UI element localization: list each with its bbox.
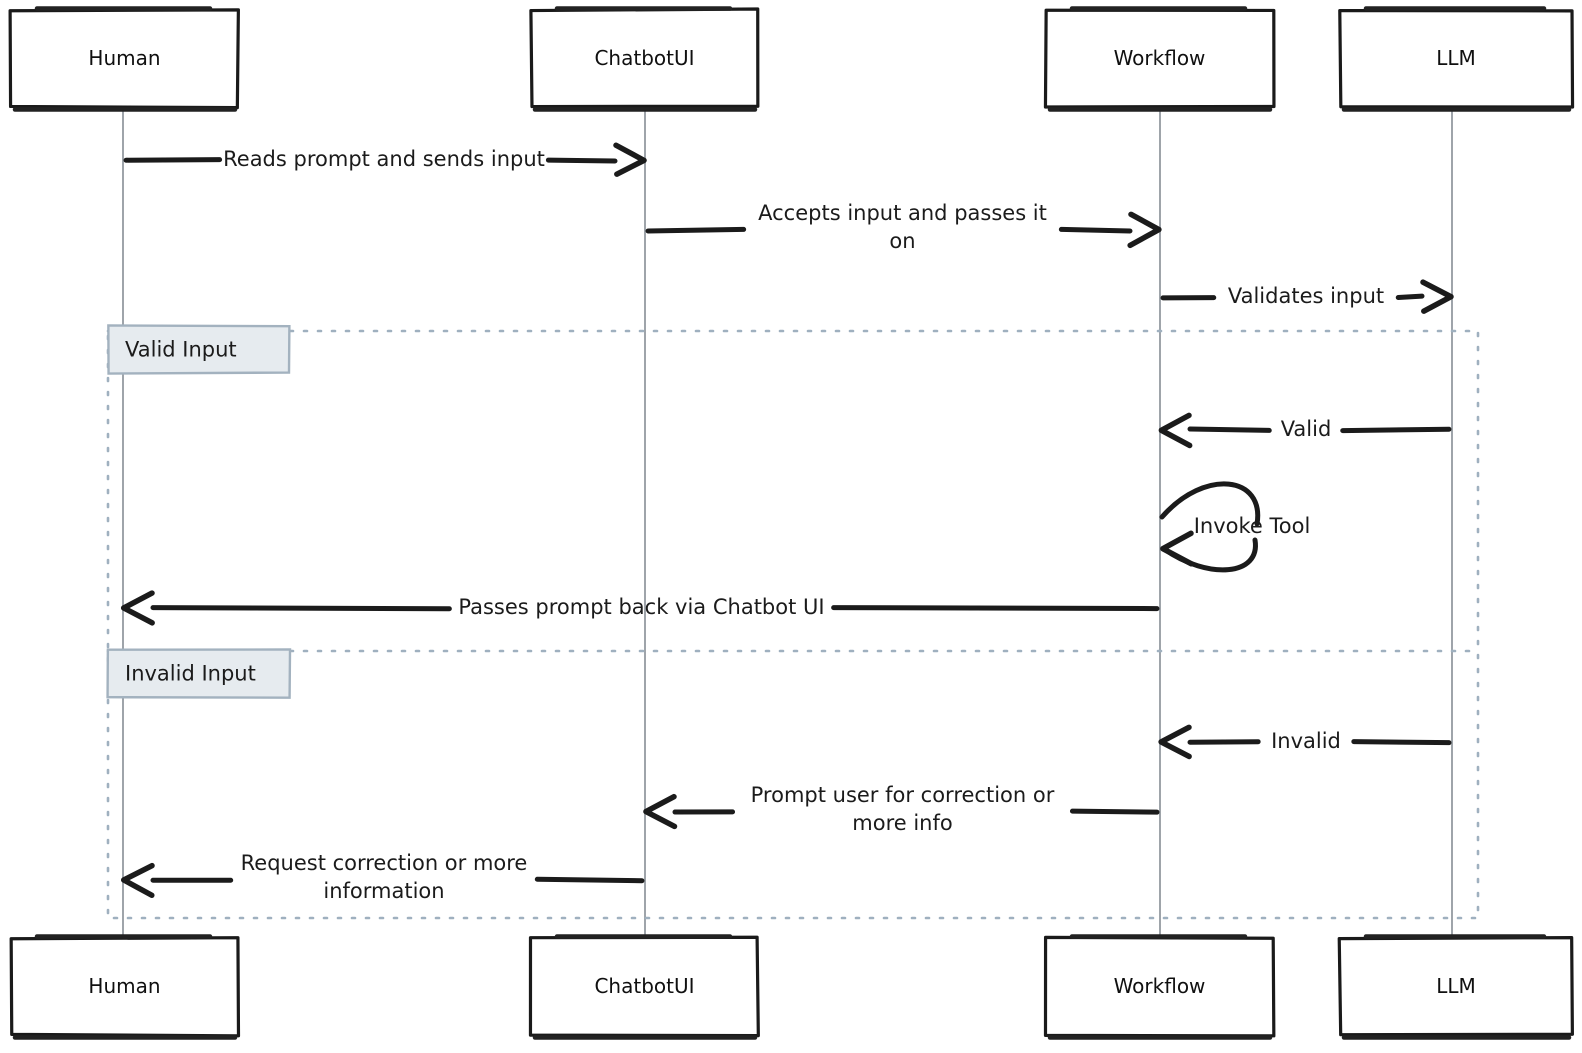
actor-box-chatbotui-bottom[interactable]: ChatbotUI <box>528 934 760 1040</box>
message-label-line: Request correction or more <box>241 851 528 875</box>
arrow-head-stroke <box>643 793 678 830</box>
actor-box-llm-bottom[interactable]: LLM <box>1337 934 1574 1040</box>
block-label-text: Valid Input <box>125 338 237 362</box>
actor-label: ChatbotUI <box>594 974 694 998</box>
arrow-head <box>1420 279 1454 314</box>
actor-label: LLM <box>1436 46 1476 70</box>
block-label-box <box>107 324 291 375</box>
actor-label: ChatbotUI <box>594 46 694 70</box>
actor-box-human-bottom[interactable]: Human <box>9 934 241 1040</box>
alt-block-rect <box>106 329 1480 920</box>
block-label-text: Invalid Input <box>125 662 256 686</box>
actor-label: LLM <box>1436 974 1476 998</box>
message-line-head <box>1058 226 1133 234</box>
arrow-head-stroke <box>613 142 647 177</box>
message-label-line: Accepts input and passes it <box>758 201 1047 225</box>
actor-label: Workflow <box>1114 46 1206 70</box>
arrow-head-stroke <box>1127 211 1162 249</box>
actor-label: Human <box>88 46 160 70</box>
message-label: Invoke Tool <box>1194 514 1311 538</box>
arrow-head <box>1160 530 1195 567</box>
message-line-head <box>1395 293 1425 300</box>
block-section-invalid-input[interactable]: Invalid Input <box>106 648 292 699</box>
arrow-head-stroke <box>120 862 155 899</box>
actor-box-workflow-top[interactable]: Workflow <box>1043 6 1276 112</box>
message-label-line: on <box>889 229 915 253</box>
arrow-head <box>1158 412 1193 449</box>
message-label-line: information <box>323 879 444 903</box>
message-line-head <box>545 157 618 164</box>
message-line-tail <box>123 157 223 163</box>
actor-label: Human <box>88 974 160 998</box>
actor-box-chatbotui-top[interactable]: ChatbotUI <box>529 6 760 112</box>
message-line-tail <box>1340 426 1452 434</box>
arrow-head <box>1158 724 1192 760</box>
self-loop-top <box>1159 481 1261 527</box>
actor-box-workflow-bottom[interactable]: Workflow <box>1043 934 1276 1040</box>
message-m9: Request correction or more information <box>120 851 645 903</box>
arrow-head-stroke <box>1420 279 1454 314</box>
message-label-line: Reads prompt and sends input <box>223 147 545 171</box>
message-m3: Validates input <box>1160 279 1454 314</box>
arrow-head-stroke <box>1160 530 1195 567</box>
message-m8: Prompt user for correction or more info <box>643 783 1160 835</box>
message-line-tail <box>1069 808 1160 815</box>
message-line-tail <box>645 226 747 234</box>
message-m1: Reads prompt and sends input <box>123 142 647 177</box>
message-m6: Passes prompt back via Chatbot UI <box>120 590 1160 626</box>
message-m5: Invoke Tool <box>1159 481 1311 573</box>
message-line-head <box>1187 426 1272 433</box>
message-line-head <box>150 605 452 612</box>
message-label-line: more info <box>852 811 952 835</box>
actor-label: Workflow <box>1114 974 1206 998</box>
message-line-tail <box>534 876 645 884</box>
arrow-head <box>120 862 155 899</box>
block-label-box <box>106 648 292 699</box>
message-line-tail <box>1351 739 1452 746</box>
arrow-head-stroke <box>120 590 155 626</box>
message-m7: Invalid <box>1158 724 1452 760</box>
message-label-line: Prompt user for correction or <box>751 783 1055 807</box>
actor-box-outline <box>1338 8 1575 109</box>
message-label-line: Passes prompt back via Chatbot UI <box>458 595 824 619</box>
arrow-head <box>120 590 155 626</box>
arrow-head-stroke <box>1158 724 1192 760</box>
arrow-head <box>613 142 647 177</box>
message-label-line: Valid <box>1281 417 1332 441</box>
actor-box-llm-top[interactable]: LLM <box>1338 6 1575 112</box>
message-label-line: Validates input <box>1228 284 1384 308</box>
message-m2: Accepts input and passes it on <box>645 201 1162 253</box>
message-m4: Valid <box>1158 412 1452 449</box>
message-line-tail <box>831 605 1160 612</box>
arrow-head-stroke <box>1158 412 1193 449</box>
arrow-head <box>1127 211 1162 249</box>
actor-box-human-top[interactable]: Human <box>8 6 240 112</box>
message-label-line: Invalid <box>1271 729 1341 753</box>
block-section-valid-input[interactable]: Valid Input <box>107 324 291 375</box>
arrow-head <box>643 793 678 830</box>
